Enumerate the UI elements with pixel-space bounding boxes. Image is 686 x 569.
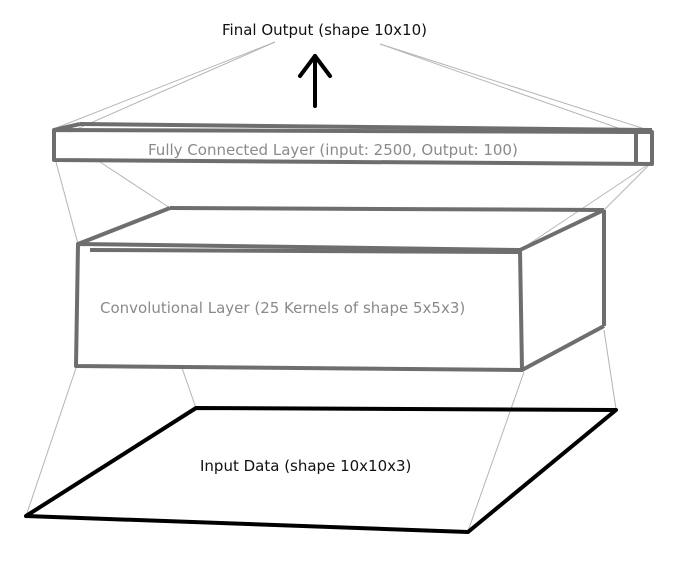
up-arrow-icon (298, 54, 332, 108)
fully-connected-layer-box (52, 122, 654, 166)
input-data-label: Input Data (shape 10x10x3) (200, 457, 412, 475)
fully-connected-layer-label: Fully Connected Layer (input: 2500, Outp… (148, 141, 518, 159)
connector-lines (25, 41, 653, 532)
convolutional-layer-box (74, 206, 606, 372)
input-data-plane (24, 406, 618, 534)
convolutional-layer-label: Convolutional Layer (25 Kernels of shape… (100, 299, 466, 317)
final-output-label: Final Output (shape 10x10) (222, 21, 427, 39)
